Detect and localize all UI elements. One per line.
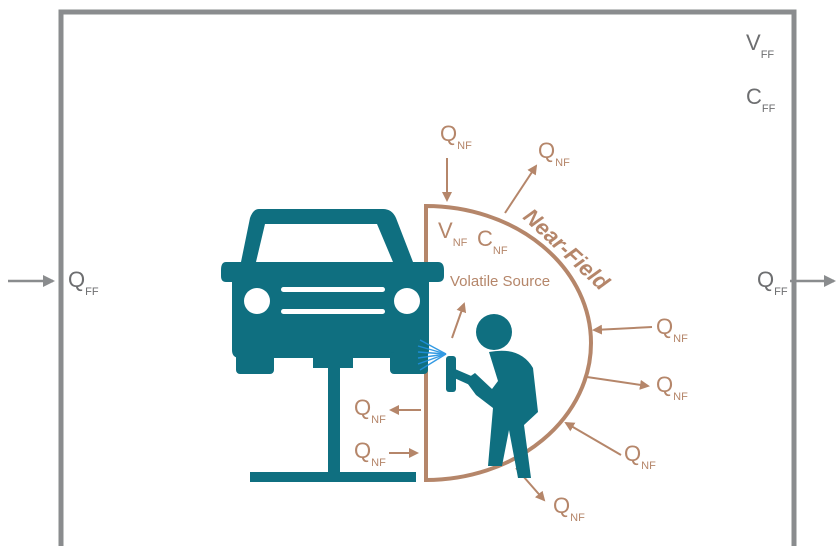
svg-text:VFF: VFF (746, 30, 774, 61)
nf-flow-label-bottom-out: QNF (553, 493, 585, 524)
svg-text:QNF: QNF (656, 314, 688, 345)
far-field-outflow-label: QFF (757, 267, 788, 298)
svg-text:CNF: CNF (477, 226, 508, 257)
svg-text:QNF: QNF (440, 121, 472, 152)
nf-flow-arrow-right-in (594, 327, 652, 330)
nf-flow-label-right-out: QNF (656, 372, 688, 403)
nf-flow-arrow-lower-in (566, 423, 621, 455)
far-field-inflow-label: QFF (68, 267, 99, 298)
nf-flow-label-top-in: QNF (440, 121, 472, 152)
nf-flow-label-right-in: QNF (656, 314, 688, 345)
nf-flow-arrow-right-out (587, 377, 648, 386)
worker-spraying-icon (446, 314, 538, 478)
far-field-concentration-label: CFF (746, 84, 776, 115)
svg-text:QFF: QFF (68, 267, 99, 298)
nf-flow-label-left-out: QNF (354, 395, 386, 426)
svg-text:QNF: QNF (354, 438, 386, 469)
svg-text:QNF: QNF (656, 372, 688, 403)
svg-text:QNF: QNF (553, 493, 585, 524)
nf-flow-arrow-top-out (505, 166, 536, 213)
nf-flow-label-lower-in: QNF (624, 441, 656, 472)
svg-text:CFF: CFF (746, 84, 776, 115)
near-field-volume-label: VNF (438, 218, 468, 249)
car-on-lift-icon (221, 209, 444, 482)
far-field-volume-label: VFF (746, 30, 774, 61)
svg-text:VNF: VNF (438, 218, 468, 249)
volatile-source-label: Volatile Source (450, 273, 550, 290)
svg-text:QNF: QNF (624, 441, 656, 472)
near-field-concentration-label: CNF (477, 226, 508, 257)
nf-flow-label-left-in: QNF (354, 438, 386, 469)
source-arrow (452, 304, 464, 338)
svg-text:QNF: QNF (538, 138, 570, 169)
svg-text:QFF: QFF (757, 267, 788, 298)
svg-text:QNF: QNF (354, 395, 386, 426)
nf-flow-label-top-out: QNF (538, 138, 570, 169)
